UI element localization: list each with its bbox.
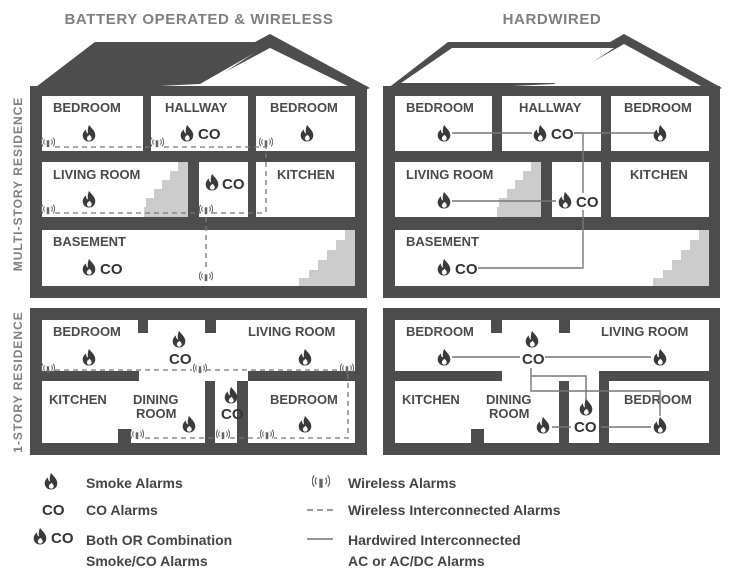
room-label: BASEMENT — [406, 234, 479, 249]
house-multi-wireless: BEDROOM HALLWAY BEDROOM LIVING ROOM KITC… — [30, 34, 370, 298]
hardwired-interconnect-lines — [452, 356, 661, 428]
legend-both-line2: Smoke/CO Alarms — [86, 553, 208, 569]
side-label-multi-story: MULTI-STORY RESIDENCE — [11, 97, 25, 272]
room-label: LIVING ROOM — [601, 324, 688, 339]
house-single-hardwired: BEDROOM LIVING ROOM KITCHEN DINING ROOM … — [383, 308, 720, 455]
legend-both-line1: Both OR Combination — [86, 532, 232, 548]
legend-hardwired-line1: Hardwired Interconnected — [348, 532, 521, 548]
co-label: CO — [574, 419, 597, 436]
co-label: CO — [42, 502, 65, 519]
room-label: BEDROOM — [270, 392, 338, 407]
room-label: DINING — [486, 392, 532, 407]
room-label: DINING — [133, 392, 179, 407]
flame-icon — [44, 472, 58, 490]
room-label: LIVING ROOM — [406, 167, 493, 182]
room-label: KITCHEN — [277, 167, 335, 182]
room-label: BEDROOM — [53, 324, 121, 339]
room-label: HALLWAY — [519, 100, 582, 115]
legend-wireless-label: Wireless Alarms — [348, 475, 457, 491]
legend-co-label: CO Alarms — [86, 502, 158, 518]
heading-battery-wireless: BATTERY OPERATED & WIRELESS — [65, 11, 334, 28]
co-label: CO — [222, 176, 245, 193]
room-label: BEDROOM — [53, 100, 121, 115]
flame-icon — [33, 527, 47, 545]
room-label: KITCHEN — [630, 167, 688, 182]
room-label: BEDROOM — [624, 392, 692, 407]
room-label: HALLWAY — [165, 100, 228, 115]
stairs — [144, 162, 188, 217]
room-label: LIVING ROOM — [53, 167, 140, 182]
co-label: CO — [198, 126, 221, 143]
wireless-interconnect-lines — [55, 369, 349, 439]
room-label: BEDROOM — [406, 324, 474, 339]
co-label: CO — [576, 194, 599, 211]
side-label-single-story: 1-STORY RESIDENCE — [11, 311, 25, 452]
wireless-interconnect-lines — [55, 146, 267, 270]
heading-hardwired: HARDWIRED — [503, 11, 602, 28]
room-label: KITCHEN — [49, 392, 107, 407]
co-label: CO — [169, 351, 192, 368]
stairs — [653, 230, 709, 286]
legend-hardwired-line2: AC or AC/DC Alarms — [348, 553, 485, 569]
room-label: ROOM — [489, 406, 529, 421]
wireless-icon — [312, 474, 330, 489]
legend: Smoke Alarms CO CO Alarms CO Both OR Com… — [33, 472, 561, 569]
co-label: CO — [455, 261, 478, 278]
hardwired-interconnect-lines — [452, 132, 658, 269]
co-label: CO — [551, 126, 574, 143]
room-label: BEDROOM — [406, 100, 474, 115]
house-multi-hardwired: BEDROOM HALLWAY BEDROOM LIVING ROOM KITC… — [383, 34, 722, 298]
room-label: BEDROOM — [270, 100, 338, 115]
stairs — [299, 230, 355, 286]
co-label: CO — [522, 351, 545, 368]
room-label: BASEMENT — [53, 234, 126, 249]
legend-wireless-inter-label: Wireless Interconnected Alarms — [348, 502, 561, 518]
house-single-wireless: BEDROOM LIVING ROOM KITCHEN DINING ROOM … — [30, 308, 367, 455]
room-label: ROOM — [136, 406, 176, 421]
co-label: CO — [51, 530, 74, 547]
room-label: BEDROOM — [624, 100, 692, 115]
co-label: CO — [221, 406, 244, 423]
stairs — [497, 162, 541, 217]
room-label: LIVING ROOM — [248, 324, 335, 339]
room-label: KITCHEN — [402, 392, 460, 407]
co-label: CO — [100, 261, 123, 278]
legend-smoke-label: Smoke Alarms — [86, 475, 183, 491]
